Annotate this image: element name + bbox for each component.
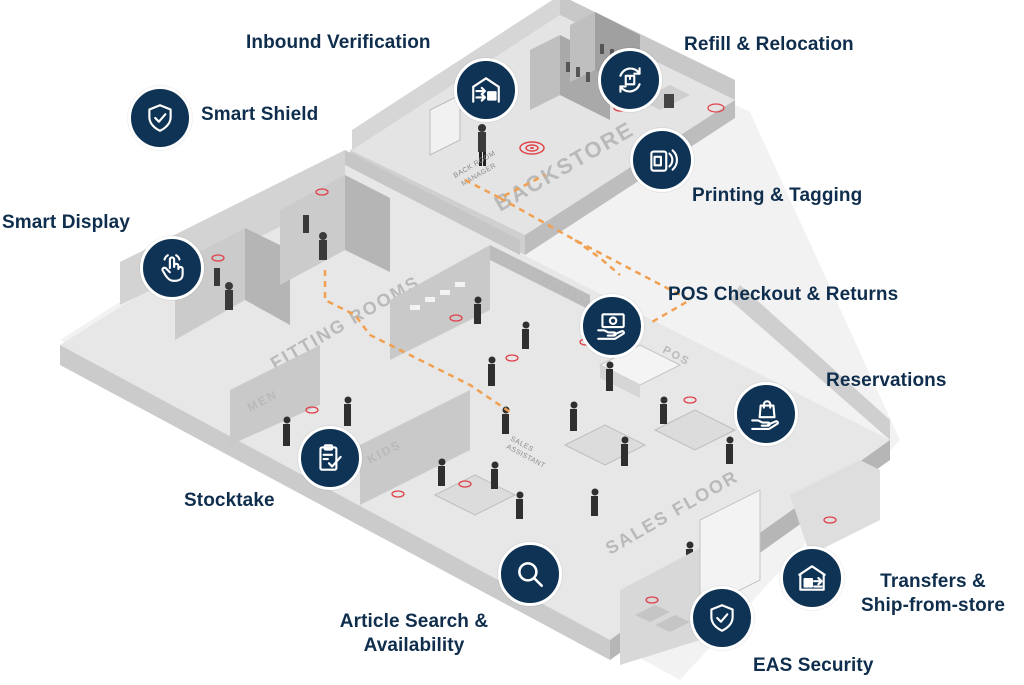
cash-hand-icon (597, 313, 625, 340)
warehouse-arrows-icon (472, 77, 500, 103)
clipboard-check-icon (319, 444, 342, 471)
stocktake-badge[interactable] (298, 426, 362, 490)
shield-check-icon (710, 604, 734, 632)
shield-check-icon (148, 104, 172, 132)
transfers-label-line2: Ship-from-store (861, 595, 1005, 616)
reservations-badge[interactable] (734, 382, 798, 446)
article-search-badge[interactable] (498, 542, 562, 606)
inbound-verification-badge[interactable] (454, 58, 518, 122)
workflow-paths (323, 173, 693, 414)
article-search-label-line1: Article Search & (339, 611, 489, 632)
box-cycle-icon (619, 67, 641, 93)
stocktake-label: Stocktake (184, 490, 275, 511)
back-room-manager-figure (478, 124, 486, 166)
refill-relocation-badge[interactable] (598, 48, 662, 112)
smart-display-badge[interactable] (140, 236, 204, 300)
rfid-signal (519, 141, 545, 155)
reservations-label: Reservations (826, 370, 947, 391)
tag-printer-icon (650, 149, 678, 172)
transfers-label-line1: Transfers & (880, 571, 986, 592)
pos-checkout-returns-label: POS Checkout & Returns (668, 284, 899, 305)
shopper-figures (283, 296, 822, 565)
men-zone: MEN (230, 345, 320, 445)
pos-checkout-returns-badge[interactable] (580, 294, 644, 358)
window-display-area (620, 460, 880, 665)
touch-hand-icon (161, 254, 184, 282)
bag-hand-icon (751, 400, 779, 430)
magnifier-icon (518, 562, 543, 587)
transfers-ship-from-store-badge[interactable] (780, 546, 844, 610)
eas-security-label: EAS Security (753, 655, 874, 676)
transfers-ship-from-store-label: Transfers & Ship-from-store (848, 570, 1018, 618)
smart-display-label: Smart Display (2, 212, 131, 233)
eas-security-badge[interactable] (690, 586, 754, 650)
kids-zone: KIDS (360, 390, 470, 505)
printing-tagging-label: Printing & Tagging (692, 185, 863, 206)
refill-relocation-label: Refill & Relocation (684, 34, 854, 55)
smart-shield-label: Smart Shield (201, 104, 319, 125)
inbound-verification-label: Inbound Verification (246, 32, 431, 53)
article-search-availability-label: Article Search & Availability (324, 610, 504, 658)
smart-shield-badge[interactable] (128, 86, 192, 150)
article-search-label-line2: Availability (363, 635, 465, 656)
printing-tagging-badge[interactable] (630, 128, 694, 192)
warehouse-dispatch-icon (798, 565, 826, 591)
